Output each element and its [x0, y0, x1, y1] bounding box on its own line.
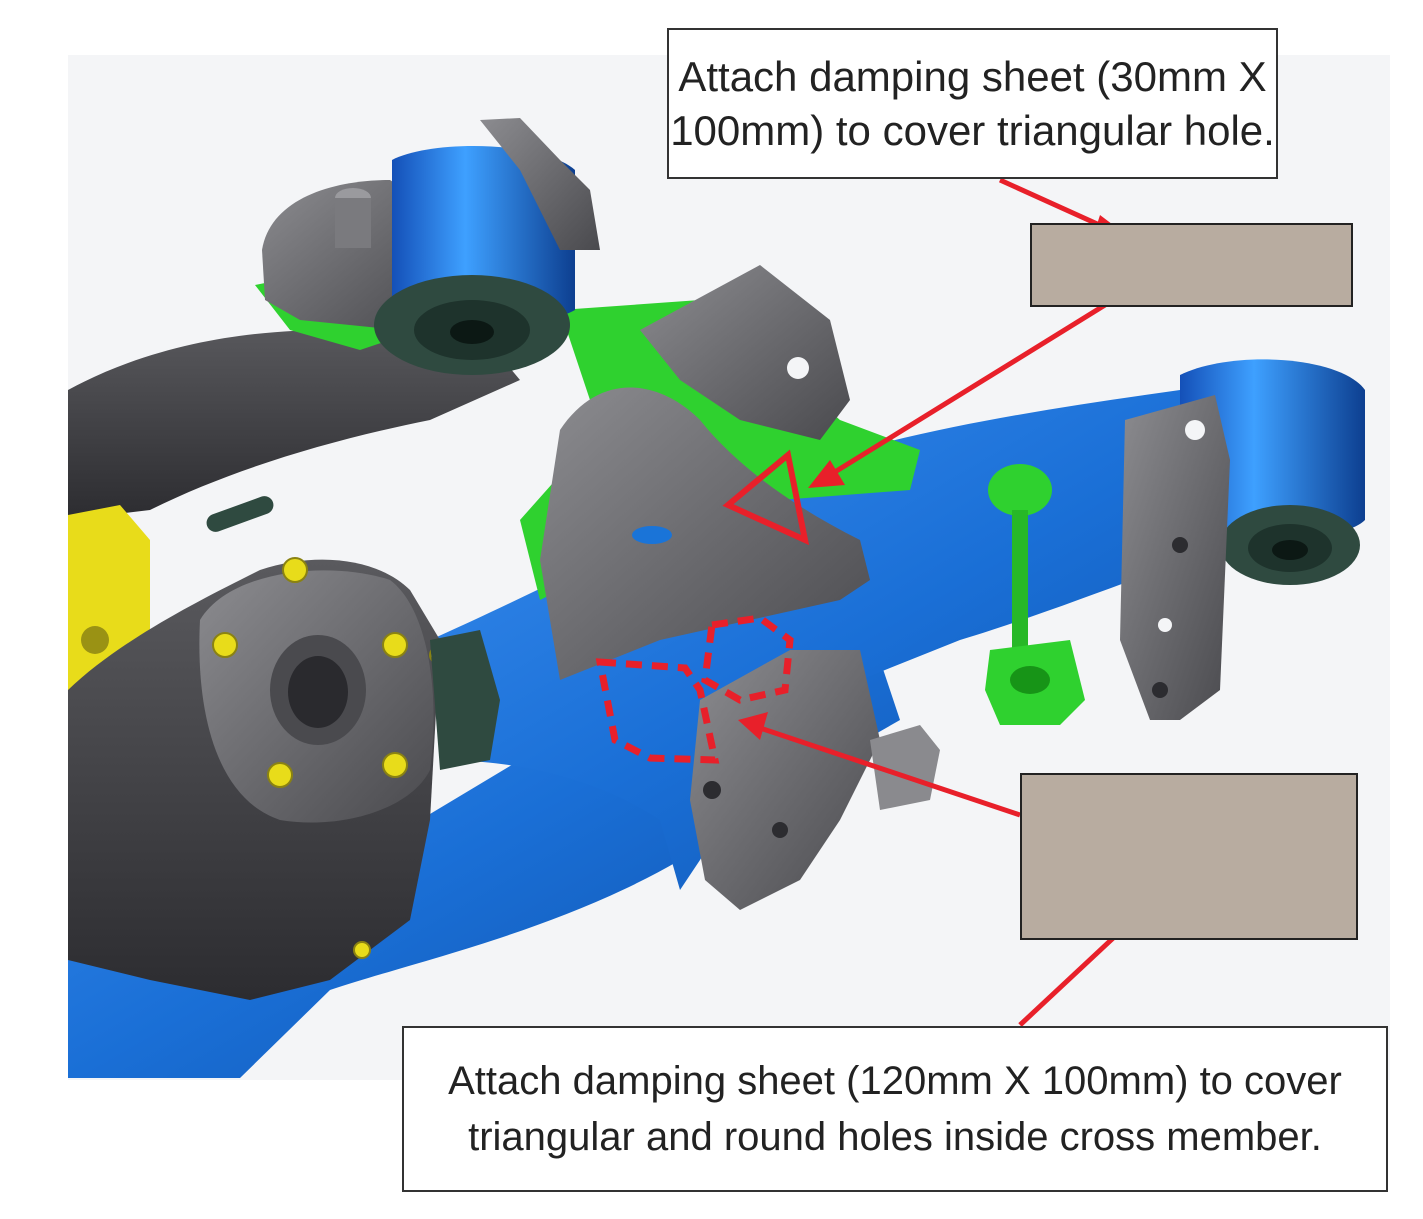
callout-bottom-line-1: Attach damping sheet (120mm X 100mm) to … [448, 1059, 1342, 1103]
upper-control-arm [68, 320, 520, 520]
center-gusset [540, 387, 870, 680]
arrow-sheet-to-dashed [759, 725, 1021, 818]
callout-small-sheet: Attach damping sheet (30mm X 100mm) to c… [667, 28, 1278, 179]
triangular-hole-marker [722, 449, 810, 546]
right-bracket-hole-3 [1158, 618, 1172, 632]
upper-bracket [640, 265, 850, 440]
arrowhead-sheet-to-dashed [738, 712, 768, 740]
left-bushing-bore [450, 320, 494, 344]
small-mount-bracket [870, 725, 940, 810]
gusset-hole [632, 526, 672, 544]
upper-bracket-hole [787, 357, 809, 379]
right-bracket-hole-1 [1185, 420, 1205, 440]
dark-rod [206, 496, 274, 532]
hub-bolts [212, 557, 447, 959]
right-bracket-hole-4 [1152, 682, 1168, 698]
arrow-sheet-to-triangle [828, 302, 1107, 478]
drive-shaft-stub [430, 630, 500, 770]
stabilizer-link-top [988, 464, 1052, 516]
yellow-component-hole [81, 626, 109, 654]
cross-member [430, 380, 1300, 890]
right-bracket-hole-2 [1172, 537, 1188, 553]
stabilizer-link-eye [1010, 666, 1050, 694]
right-bushing-bore [1272, 540, 1308, 560]
callout-top-line-2: 100mm) to cover triangular hole. [670, 106, 1275, 154]
left-upper-tab [480, 118, 600, 250]
lower-right-bracket [690, 650, 880, 910]
callout-bottom-line-2: triangular and round holes inside cross … [468, 1115, 1322, 1159]
callout-large-sheet: Attach damping sheet (120mm X 100mm) to … [402, 1026, 1388, 1192]
lower-bracket-hole-2 [703, 781, 721, 799]
lower-bracket-hole-1 [772, 822, 788, 838]
damping-sheet-large [1020, 773, 1358, 940]
hidden-holes-marker [595, 614, 794, 764]
damping-sheet-small [1030, 223, 1353, 307]
hub-bore-inner [288, 656, 348, 728]
callout-top-line-1: Attach damping sheet (30mm X [678, 52, 1267, 100]
arrowhead-sheet-to-triangle [808, 460, 845, 488]
right-vertical-bracket [1120, 395, 1230, 720]
stabilizer-link-shaft [1012, 510, 1028, 660]
left-stud-shaft [335, 198, 371, 248]
